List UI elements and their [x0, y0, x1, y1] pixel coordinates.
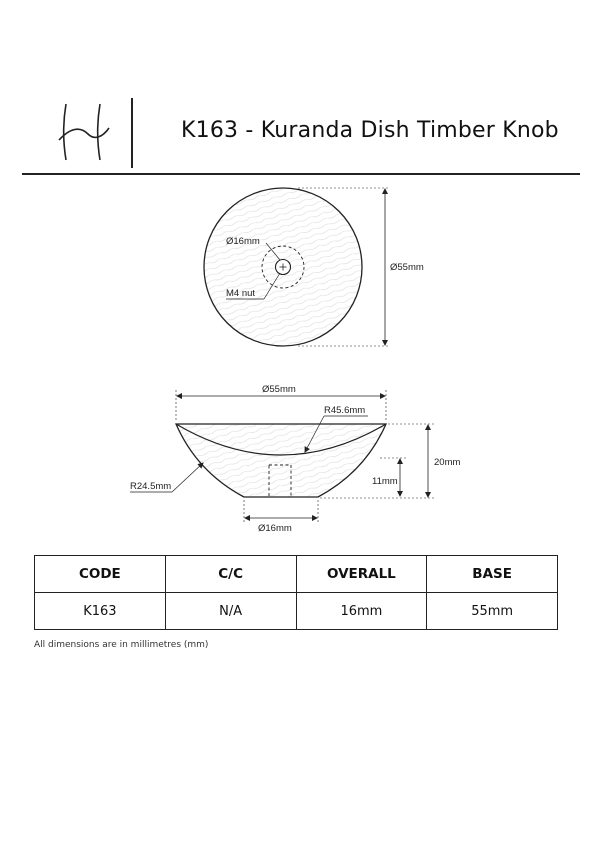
table-header-cell: BASE — [426, 555, 558, 593]
table-header-cell: C/C — [164, 555, 297, 593]
technical-drawing: Ø16mm M4 nut Ø55mm Ø55mm R45.6mm R24.5mm — [130, 187, 460, 534]
dish-curve — [175, 423, 387, 456]
h-monogram-logo — [58, 103, 110, 161]
table-cell: N/A — [164, 592, 297, 630]
side-width-label: Ø55mm — [262, 384, 296, 395]
side-view: Ø55mm R45.6mm R24.5mm 11mm 20mm Ø16mm — [130, 384, 460, 534]
header-divider — [131, 98, 133, 168]
dimensions-note: All dimensions are in millimetres (mm) — [34, 640, 209, 650]
table-header-row: CODE C/C OVERALL BASE — [34, 555, 558, 593]
spec-table: CODE C/C OVERALL BASE K163 N/A 16mm 55mm — [34, 555, 558, 630]
top-hole-diameter-label: Ø16mm — [226, 236, 260, 247]
knob-side-outline — [175, 423, 387, 498]
base-diameter-label: Ø16mm — [258, 523, 292, 534]
table-cell: 55mm — [426, 592, 558, 630]
header-rule — [22, 173, 580, 175]
top-radius-label: R45.6mm — [324, 405, 365, 416]
table-header-cell: OVERALL — [295, 555, 428, 593]
page-title: K163 - Kuranda Dish Timber Knob — [181, 118, 559, 143]
table-header-cell: CODE — [34, 555, 166, 593]
table-cell: 16mm — [295, 592, 428, 630]
overall-height-label: 20mm — [434, 457, 460, 468]
base-insert-dashed — [268, 464, 292, 498]
table-row: K163 N/A 16mm 55mm — [34, 592, 558, 630]
top-view: Ø16mm M4 nut Ø55mm — [203, 187, 424, 347]
hole-dashed-circle — [261, 245, 305, 289]
top-outer-diameter-label: Ø55mm — [390, 262, 424, 273]
base-height-label: 11mm — [372, 476, 398, 487]
side-radius-label: R24.5mm — [130, 481, 171, 492]
table-cell: K163 — [34, 592, 166, 630]
nut-label: M4 nut — [226, 288, 255, 299]
